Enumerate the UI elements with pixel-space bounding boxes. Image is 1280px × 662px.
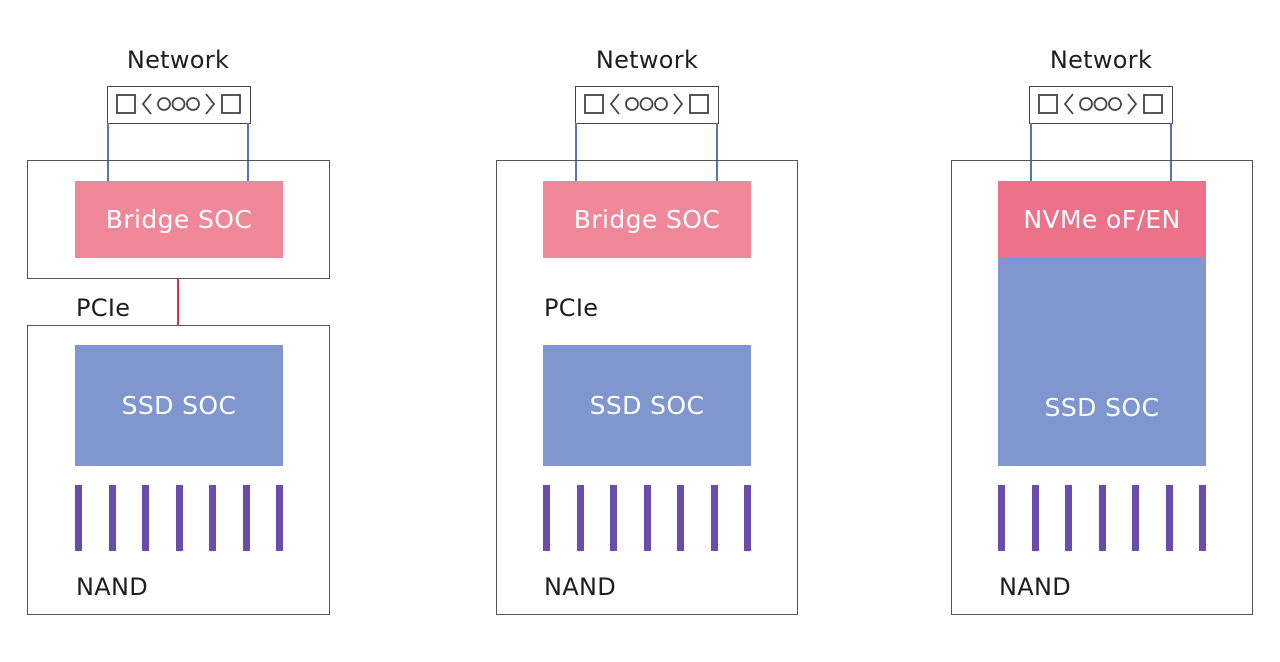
- ssd-enclosure: [27, 325, 330, 615]
- device-enclosure: [496, 160, 798, 615]
- nand-chip: [1099, 485, 1106, 551]
- nand-chip: [276, 485, 283, 551]
- bridge-soc: Bridge SOC: [543, 181, 751, 258]
- bridge-enclosure: [27, 160, 330, 279]
- nand-chip: [1032, 485, 1039, 551]
- device-enclosure: [951, 160, 1253, 615]
- nand-chip: [677, 485, 684, 551]
- network-link-left: [575, 123, 577, 181]
- nand-chip: [1199, 485, 1206, 551]
- network-link-right: [1170, 123, 1172, 181]
- nand-chip: [998, 485, 1005, 551]
- nand-chip: [577, 485, 584, 551]
- nand-chip: [75, 485, 82, 551]
- nand-chip: [1065, 485, 1072, 551]
- pcie-label: PCIe: [76, 294, 131, 322]
- nic-port-icon: [107, 86, 251, 124]
- network-link-left: [107, 123, 109, 181]
- nand-chip: [744, 485, 751, 551]
- ssd-soc: SSD SOC: [543, 345, 751, 466]
- nand-chip: [1166, 485, 1173, 551]
- nand-chip: [142, 485, 149, 551]
- nand-chip: [1132, 485, 1139, 551]
- nic-port-icon: [1029, 86, 1173, 124]
- bridge-soc: Bridge SOC: [75, 181, 283, 258]
- nand-label: NAND: [76, 573, 149, 601]
- nand-label: NAND: [999, 573, 1072, 601]
- ssd-soc: SSD SOC: [75, 345, 283, 466]
- pcie-link: [177, 279, 179, 325]
- diagram-nvme-of-en: Network NVMe oF/EN SSD SOC NAND: [860, 0, 1280, 662]
- nand-chip: [711, 485, 718, 551]
- diagram-bridge-separate: Network Bridge SOC PCIe SSD SOC NAND: [0, 0, 420, 662]
- network-link-right: [716, 123, 718, 181]
- network-label: Network: [126, 46, 230, 74]
- nic-port-icon: [575, 86, 719, 124]
- nand-chip: [176, 485, 183, 551]
- nand-label: NAND: [544, 573, 617, 601]
- pcie-label: PCIe: [544, 294, 599, 322]
- network-label: Network: [595, 46, 699, 74]
- network-link-left: [1030, 123, 1032, 181]
- nand-chip: [109, 485, 116, 551]
- nand-chip: [243, 485, 250, 551]
- nand-chip: [543, 485, 550, 551]
- network-link-right: [247, 123, 249, 181]
- nand-chip: [610, 485, 617, 551]
- nand-chip: [209, 485, 216, 551]
- nvme-of-en-soc: NVMe oF/EN: [998, 181, 1206, 258]
- diagram-bridge-integrated: Network Bridge SOC PCIe SSD SOC NAND: [420, 0, 860, 662]
- ssd-soc: SSD SOC: [998, 258, 1206, 466]
- network-label: Network: [1049, 46, 1153, 74]
- nand-chip: [644, 485, 651, 551]
